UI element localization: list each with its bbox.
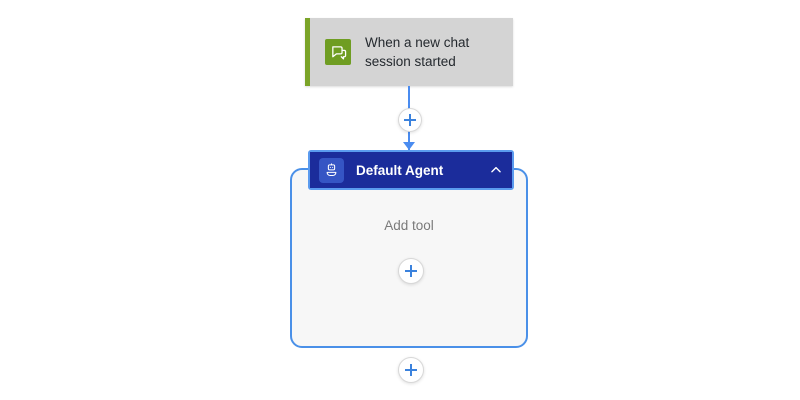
agent-body: Add tool bbox=[292, 204, 526, 346]
trigger-accent-bar bbox=[305, 18, 310, 86]
add-step-button-top[interactable] bbox=[398, 108, 422, 132]
trigger-label: When a new chat session started bbox=[365, 35, 470, 69]
agent-title: Default Agent bbox=[356, 162, 444, 178]
add-step-button-bottom[interactable] bbox=[398, 357, 424, 383]
robot-icon bbox=[319, 157, 344, 183]
agent-node-default-agent[interactable]: Default Agent bbox=[310, 152, 512, 188]
add-tool-label: Add tool bbox=[384, 218, 434, 233]
chevron-up-icon[interactable] bbox=[488, 162, 504, 178]
trigger-content: When a new chat session started bbox=[310, 33, 495, 71]
connector-arrowhead bbox=[403, 142, 415, 150]
trigger-node-new-chat-session[interactable]: When a new chat session started bbox=[305, 18, 513, 86]
chat-bubble-icon bbox=[325, 39, 351, 65]
add-tool-button[interactable] bbox=[398, 258, 424, 284]
agent-header-frame: Default Agent bbox=[308, 150, 514, 190]
